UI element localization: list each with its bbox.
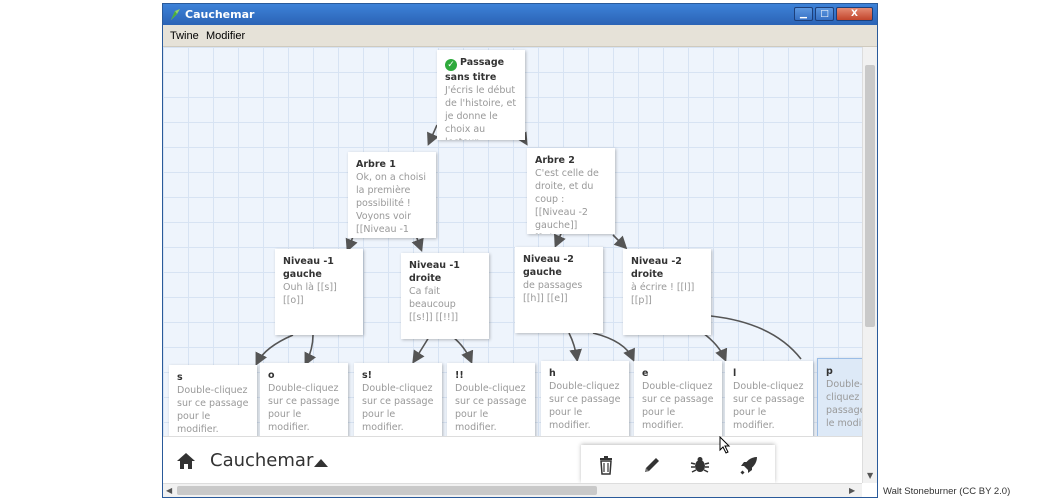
home-icon[interactable] <box>176 452 196 470</box>
app-window: Cauchemar ▁ □ X Twine Modifier <box>162 3 878 498</box>
passage-excerpt: C'est celle de droite, et du coup : [[Ni… <box>535 168 599 234</box>
scroll-right-icon[interactable]: ▶ <box>849 486 856 495</box>
twine-logo-icon <box>171 9 180 20</box>
horizontal-scroll-thumb[interactable] <box>177 486 597 495</box>
passage-title: o <box>268 370 275 381</box>
passage-excerpt: Double-cliquez sur ce passage pour le mo… <box>362 383 434 433</box>
story-name[interactable]: Cauchemar <box>210 450 314 471</box>
passage-leaf[interactable]: !! Double-cliquez sur ce passage pour le… <box>447 363 535 445</box>
passage-leaf[interactable]: o Double-cliquez sur ce passage pour le … <box>260 363 348 445</box>
passage-excerpt: J'écris le début de l'histoire, et je do… <box>445 85 517 140</box>
passage-title: Niveau -1 gauche <box>283 256 334 280</box>
window-title: Cauchemar <box>185 8 255 21</box>
pencil-icon[interactable] <box>642 455 662 475</box>
passage-excerpt: Ouh là [[s]] [[o]] <box>283 282 337 306</box>
scroll-left-icon[interactable]: ◀ <box>166 486 173 495</box>
passage-excerpt: Double-cliquez sur ce passage pour le mo… <box>733 381 805 431</box>
vertical-scrollbar[interactable]: ▼ <box>862 47 877 483</box>
passage-excerpt: Double-cliquez sur ce passage pour le mo… <box>268 383 340 433</box>
passage-excerpt: Double-cliquez sur ce passage pour le mo… <box>177 385 249 435</box>
bug-icon[interactable] <box>690 455 710 475</box>
passage-links <box>255 124 802 366</box>
minimize-button[interactable]: ▁ <box>794 7 813 21</box>
passage-toolbar <box>581 445 775 483</box>
close-button[interactable]: X <box>836 7 873 21</box>
passage-title: Niveau -2 gauche <box>523 254 574 278</box>
passage-title: Arbre 2 <box>535 155 575 166</box>
passage-excerpt: Ca fait beaucoup [[s!]] [[!!]] <box>409 286 459 323</box>
passage-niveau-2-droite[interactable]: Niveau -2 droite à écrire ! [[l]] [[p]] <box>623 249 711 335</box>
passage-title: p <box>826 366 833 377</box>
title-bar[interactable]: Cauchemar ▁ □ X <box>163 4 877 25</box>
passage-leaf[interactable]: h Double-cliquez sur ce passage pour le … <box>541 361 629 445</box>
passage-title: Arbre 1 <box>356 159 396 170</box>
passage-title: h <box>549 368 556 379</box>
passage-excerpt: à écrire ! [[l]] [[p]] <box>631 282 695 306</box>
passage-excerpt: Double-cliquez sur ce passage pour le mo… <box>642 381 714 431</box>
passage-leaf-selected[interactable]: p Double-cliquez sur ce passage pour le … <box>817 358 862 445</box>
passage-excerpt: Double-cliquez sur ce passage pour le mo… <box>549 381 621 431</box>
trash-icon[interactable] <box>596 455 616 475</box>
start-check-icon: ✓ <box>445 59 457 71</box>
passage-title: Niveau -2 droite <box>631 256 682 280</box>
caret-up-icon[interactable] <box>314 459 328 467</box>
passage-start[interactable]: ✓Passage sans titre J'écris le début de … <box>437 50 525 140</box>
passage-title: s <box>177 372 183 383</box>
passage-arbre-2[interactable]: Arbre 2 C'est celle de droite, et du cou… <box>527 148 615 234</box>
passage-title: Passage sans titre <box>445 57 505 83</box>
passage-title: Niveau -1 droite <box>409 260 460 284</box>
menu-bar: Twine Modifier <box>163 25 877 47</box>
passage-niveau-2-gauche[interactable]: Niveau -2 gauche de passages [[h]] [[e]] <box>515 247 603 333</box>
vertical-scroll-thumb[interactable] <box>865 65 875 327</box>
menu-twine[interactable]: Twine <box>170 30 199 42</box>
passage-leaf[interactable]: s Double-cliquez sur ce passage pour le … <box>169 365 257 445</box>
mouse-cursor-icon <box>719 436 731 454</box>
scroll-down-icon[interactable]: ▼ <box>867 471 874 480</box>
maximize-button[interactable]: □ <box>815 7 834 21</box>
passage-title: !! <box>455 370 464 381</box>
passage-niveau-1-droite[interactable]: Niveau -1 droite Ca fait beaucoup [[s!]]… <box>401 253 489 339</box>
passage-leaf[interactable]: s! Double-cliquez sur ce passage pour le… <box>354 363 442 445</box>
passage-title: e <box>642 368 649 379</box>
passage-leaf[interactable]: e Double-cliquez sur ce passage pour le … <box>634 361 722 445</box>
passage-niveau-1-gauche[interactable]: Niveau -1 gauche Ouh là [[s]] [[o]] <box>275 249 363 335</box>
passage-excerpt: Ok, on a choisi la première possibilité … <box>356 172 426 235</box>
photo-credit: Walt Stoneburner (CC BY 2.0) <box>883 486 1011 497</box>
passage-arbre-1[interactable]: Arbre 1 Ok, on a choisi la première poss… <box>348 152 436 238</box>
rocket-icon[interactable] <box>739 455 759 475</box>
passage-title: l <box>733 368 737 379</box>
passage-leaf[interactable]: l Double-cliquez sur ce passage pour le … <box>725 361 813 445</box>
passage-title: s! <box>362 370 372 381</box>
passage-excerpt: Double-cliquez sur ce passage pour le mo… <box>826 379 862 429</box>
passage-excerpt: Double-cliquez sur ce passage pour le mo… <box>455 383 527 433</box>
story-map[interactable]: ✓Passage sans titre J'écris le début de … <box>163 47 862 483</box>
passage-excerpt: de passages [[h]] [[e]] <box>523 280 583 304</box>
menu-modifier[interactable]: Modifier <box>206 30 246 42</box>
horizontal-scrollbar[interactable]: ◀ ▶ <box>163 483 862 497</box>
